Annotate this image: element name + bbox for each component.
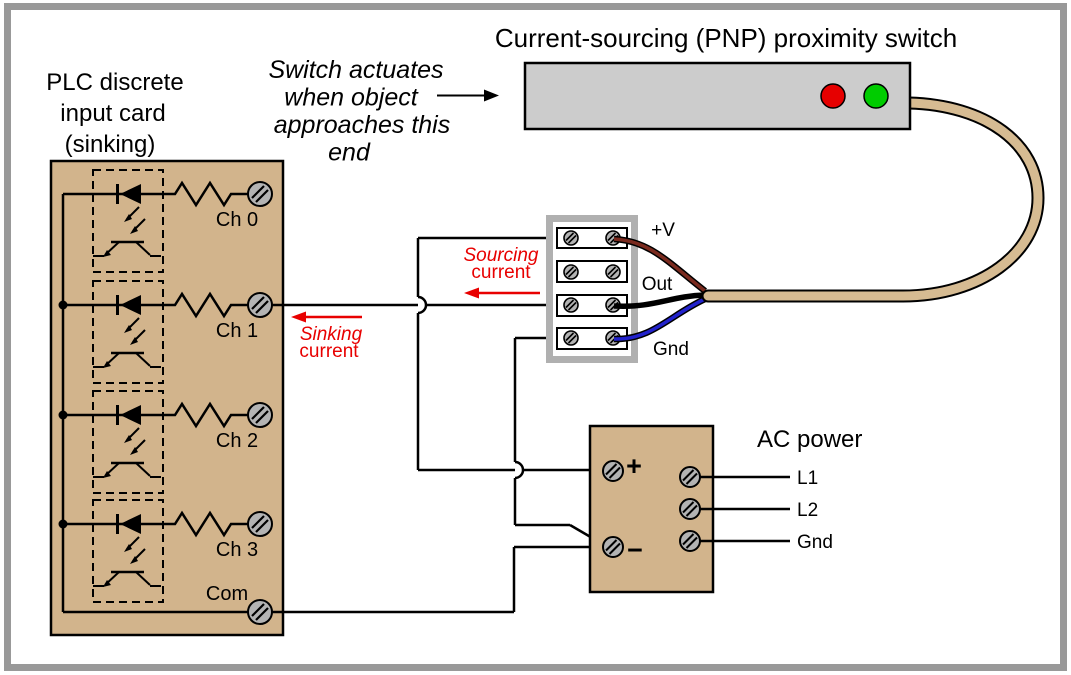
diode-icon [120,405,141,425]
gnd-label: Gnd [653,339,689,360]
wire-hop [514,460,525,480]
plc-channel-1: Ch 1 [63,280,274,384]
screw-terminal [246,180,274,208]
plc-card-body [49,159,285,637]
svg-text:(sinking): (sinking) [65,131,156,158]
channel-1-label: Ch 1 [216,320,258,342]
vplus-label: +V [651,220,675,241]
screw-terminal [246,291,274,319]
ac-gnd-label: Gnd [797,532,833,553]
screw-terminal [246,510,274,538]
wire-hop [417,295,428,315]
page-title: Current-sourcing (PNP) proximity switch [495,23,957,53]
diode-icon [120,184,141,204]
minus-screw-terminal [602,536,624,558]
switch-annotation: Switch actuates when object approaches t… [268,56,499,167]
sourcing-current-annotation: Sourcing current [464,245,540,299]
plus-symbol: + [626,451,642,481]
switch-wires [613,235,708,343]
wire-blue-gnd [613,297,706,341]
l1-screw-terminal [679,466,701,488]
svg-text:Sinking: Sinking [300,324,363,345]
red-led-icon [820,83,846,109]
plc-card-title: PLC discrete input card (sinking) [46,69,183,158]
minus-symbol: − [627,535,643,565]
svg-text:Sourcing: Sourcing [464,245,539,266]
phototransistor-icon [93,351,161,368]
svg-text:PLC discrete: PLC discrete [46,69,183,96]
phototransistor-icon [93,570,161,587]
svg-text:current: current [471,262,531,283]
plc-channel-3: Ch 3 [63,499,274,603]
wire-brown-vplus [613,237,707,293]
l2-label: L2 [797,500,818,521]
optocoupler-box [92,169,164,273]
led-light-arrows-icon [124,427,146,455]
phototransistor-icon [93,461,161,478]
channel-0-label: Ch 0 [216,209,258,231]
out-label: Out [642,274,673,295]
optocoupler-box [92,280,164,384]
svg-text:end: end [328,139,371,167]
screw-terminal [246,401,274,429]
sinking-arrowhead-icon [291,311,306,323]
diode-icon [120,514,141,534]
proximity-switch-body [523,61,912,131]
l1-label: L1 [797,468,818,489]
plc-channel-2: Ch 2 [63,390,274,494]
svg-text:current: current [299,341,359,362]
ac-power-title: AC power [757,426,862,453]
ac-power-terminals [602,460,790,558]
com-label: Com [206,583,248,605]
green-led-icon [863,83,889,109]
wire-black-out [613,292,706,309]
channel-3-label: Ch 3 [216,539,258,561]
sinking-current-annotation: Sinking current [291,311,363,362]
led-light-arrows-icon [124,317,146,345]
led-light-arrows-icon [124,206,146,234]
channel-2-label: Ch 2 [216,430,258,452]
svg-text:Switch actuates: Switch actuates [268,56,443,84]
switch-cable [701,96,1045,303]
l2-screw-terminal [679,498,701,520]
svg-text:approaches this: approaches this [274,111,451,139]
page-border [4,3,1067,671]
svg-text:input card: input card [60,100,165,127]
phototransistor-icon [93,240,161,257]
diode-icon [120,295,141,315]
plus-screw-terminal [602,460,624,482]
optocoupler-box [92,499,164,603]
gnd-screw-terminal [679,530,701,552]
com-screw-terminal [246,598,274,626]
optocoupler-box [92,390,164,494]
sourcing-arrowhead-icon [464,287,479,299]
annotation-arrowhead-icon [484,89,499,102]
svg-text:when object: when object [284,84,418,112]
led-light-arrows-icon [124,536,146,564]
plc-channel-0: Ch 0 [63,169,274,273]
